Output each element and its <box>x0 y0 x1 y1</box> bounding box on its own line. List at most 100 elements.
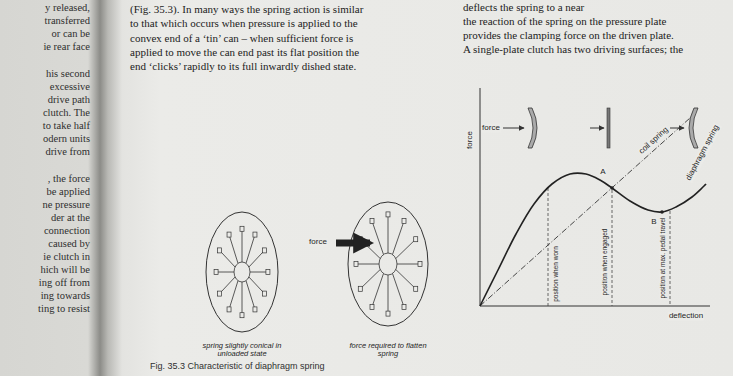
spring-outline <box>206 212 278 332</box>
spring-finger <box>246 281 255 310</box>
finger-slot <box>414 237 418 242</box>
finger-slot <box>218 248 222 253</box>
body-text-line: A single-plate clutch has two driving su… <box>463 43 683 55</box>
finger-slot <box>227 232 231 237</box>
finger-slot <box>386 311 390 316</box>
spring-finger <box>397 264 420 265</box>
body-text-line: provides the clamping force on the drive… <box>463 29 674 41</box>
page-text-fragment: y released, <box>45 2 90 14</box>
point-label: A <box>599 168 606 177</box>
page-text-fragment: odern units <box>43 133 90 145</box>
spring-hub <box>379 253 397 275</box>
page-text-fragment: ne pressure <box>42 199 90 211</box>
finger-slot <box>386 212 390 217</box>
spring-flattened <box>348 202 428 326</box>
finger-slot <box>370 304 374 309</box>
force-arrow <box>336 240 370 247</box>
finger-slot <box>227 307 231 312</box>
body-text-line: deflects the spring to a near <box>463 1 584 13</box>
y-axis <box>480 88 481 306</box>
finger-slot <box>370 219 374 224</box>
spring-finger <box>372 221 384 254</box>
spring-finger <box>250 272 268 273</box>
body-text-line: (Fig. 35.3). In many ways the spring act… <box>130 3 363 15</box>
body-text-line: to that which occurs when pressure is ap… <box>130 17 358 29</box>
page-text-fragment: or can be <box>52 28 90 40</box>
axis-label: deflection <box>668 312 704 321</box>
position-label: position at max. pedal travel <box>659 217 666 300</box>
force-label: force <box>481 124 501 133</box>
page-text-fragment: transferred <box>45 15 90 27</box>
finger-slot <box>253 232 257 237</box>
finger-slot <box>262 248 266 253</box>
finger-slot <box>354 262 358 267</box>
finger-slot <box>240 313 244 318</box>
body-text-line: the reaction of the spring on the pressu… <box>463 15 666 27</box>
page-text-fragment: ting to resist <box>38 303 90 315</box>
page-text-fragment: drive path <box>48 94 90 106</box>
page-text-fragment: clutch. The <box>43 107 90 119</box>
finger-slot <box>266 270 270 275</box>
finger-slot <box>418 262 422 267</box>
spring-finger <box>246 235 255 264</box>
graph <box>480 88 710 306</box>
spring-hub <box>234 262 250 282</box>
position-line <box>548 188 549 306</box>
finger-slot <box>262 291 266 296</box>
force-arrow <box>670 128 684 129</box>
figure-sublabel: spring slightly conical in unloaded stat… <box>196 342 288 359</box>
spring-finger <box>242 229 243 262</box>
point-label: B <box>650 218 657 227</box>
figure-sublabel: force required to flatten spring <box>342 342 434 359</box>
finger-slot <box>414 286 418 291</box>
spring-profile-flat <box>607 108 610 148</box>
axis-label: force <box>466 130 475 150</box>
position-line <box>612 190 613 306</box>
spring-finger <box>216 272 234 273</box>
page-text-fragment: drive from <box>45 146 90 158</box>
force-arrow <box>590 128 604 129</box>
spring-profile-conical <box>528 108 537 148</box>
force-label: force <box>308 238 328 247</box>
curve-label: coil spring <box>637 125 671 157</box>
force-arrow <box>503 128 524 129</box>
finger-slot <box>240 226 244 231</box>
figure-caption: Fig. 35.3 Characteristic of diaphragm sp… <box>150 362 325 372</box>
spring-finger <box>372 274 384 307</box>
page-text-fragment: ie rear face <box>43 41 90 53</box>
spring-finger <box>393 221 405 254</box>
page-text-fragment: be applied <box>47 186 90 198</box>
page-text-fragment: connection <box>44 225 90 237</box>
point-marker <box>660 210 664 214</box>
position-label: position when worn <box>552 245 559 303</box>
x-axis <box>480 306 710 307</box>
page-text-fragment: ing towards <box>41 290 90 302</box>
finger-slot <box>218 291 222 296</box>
point-marker <box>610 186 614 190</box>
spring-finger <box>360 270 380 289</box>
spring-finger <box>356 264 379 265</box>
body-text-line: end ‘clicks’ rapidly to its full inwardl… <box>130 60 356 72</box>
spring-finger <box>242 282 243 315</box>
page-text-fragment: ie clutch in <box>43 251 90 263</box>
diaphragm-curve <box>480 173 706 306</box>
spring-finger <box>396 239 416 258</box>
finger-slot <box>214 270 218 275</box>
spring-outline <box>348 202 428 326</box>
spring-profile-dished <box>689 108 698 148</box>
spring-finger <box>229 281 238 310</box>
spring-fingers <box>214 226 270 317</box>
page-text-fragment: hich will be <box>40 264 90 276</box>
page-text-fragment: caused by <box>48 238 90 250</box>
page-text-fragment: ing off from <box>39 277 90 289</box>
body-text-line: convex end of a ‘tin’ can – when suffici… <box>130 32 353 44</box>
spring-unloaded <box>206 212 278 332</box>
page-text-fragment: his second <box>46 68 90 80</box>
spring-finger <box>388 275 389 314</box>
spring-finger <box>393 274 405 307</box>
spring-finger <box>388 214 389 253</box>
page-text-fragment: to take half <box>43 120 90 132</box>
body-text-line: applied to move the can end past its fla… <box>130 46 359 58</box>
